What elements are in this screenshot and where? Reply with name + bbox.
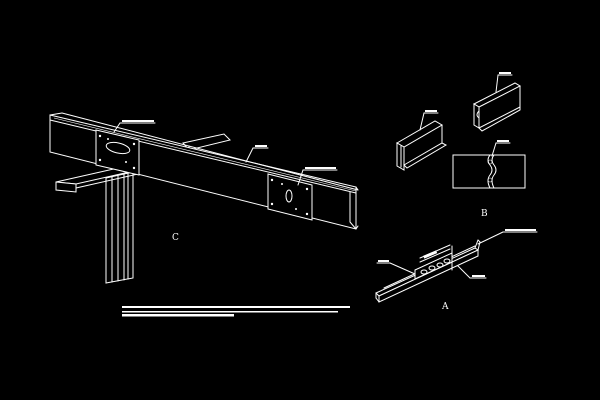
section-view bbox=[452, 140, 526, 189]
view-b-label: B bbox=[481, 209, 488, 219]
left-splice-plate bbox=[95, 129, 140, 176]
title-block-bars bbox=[122, 306, 350, 317]
sigma-channel bbox=[472, 72, 522, 132]
right-splice-plate bbox=[267, 173, 313, 221]
detail-b: B bbox=[395, 72, 526, 219]
callouts-c bbox=[113, 120, 338, 186]
main-beam-assembly: C bbox=[49, 112, 359, 284]
callouts-a bbox=[376, 229, 538, 279]
vertical-post bbox=[105, 171, 134, 284]
view-c-label: C bbox=[172, 233, 179, 243]
splice-bolts bbox=[414, 244, 453, 280]
c-channel bbox=[395, 110, 448, 171]
view-a-label: A bbox=[441, 302, 449, 312]
detail-a: A bbox=[375, 229, 538, 312]
